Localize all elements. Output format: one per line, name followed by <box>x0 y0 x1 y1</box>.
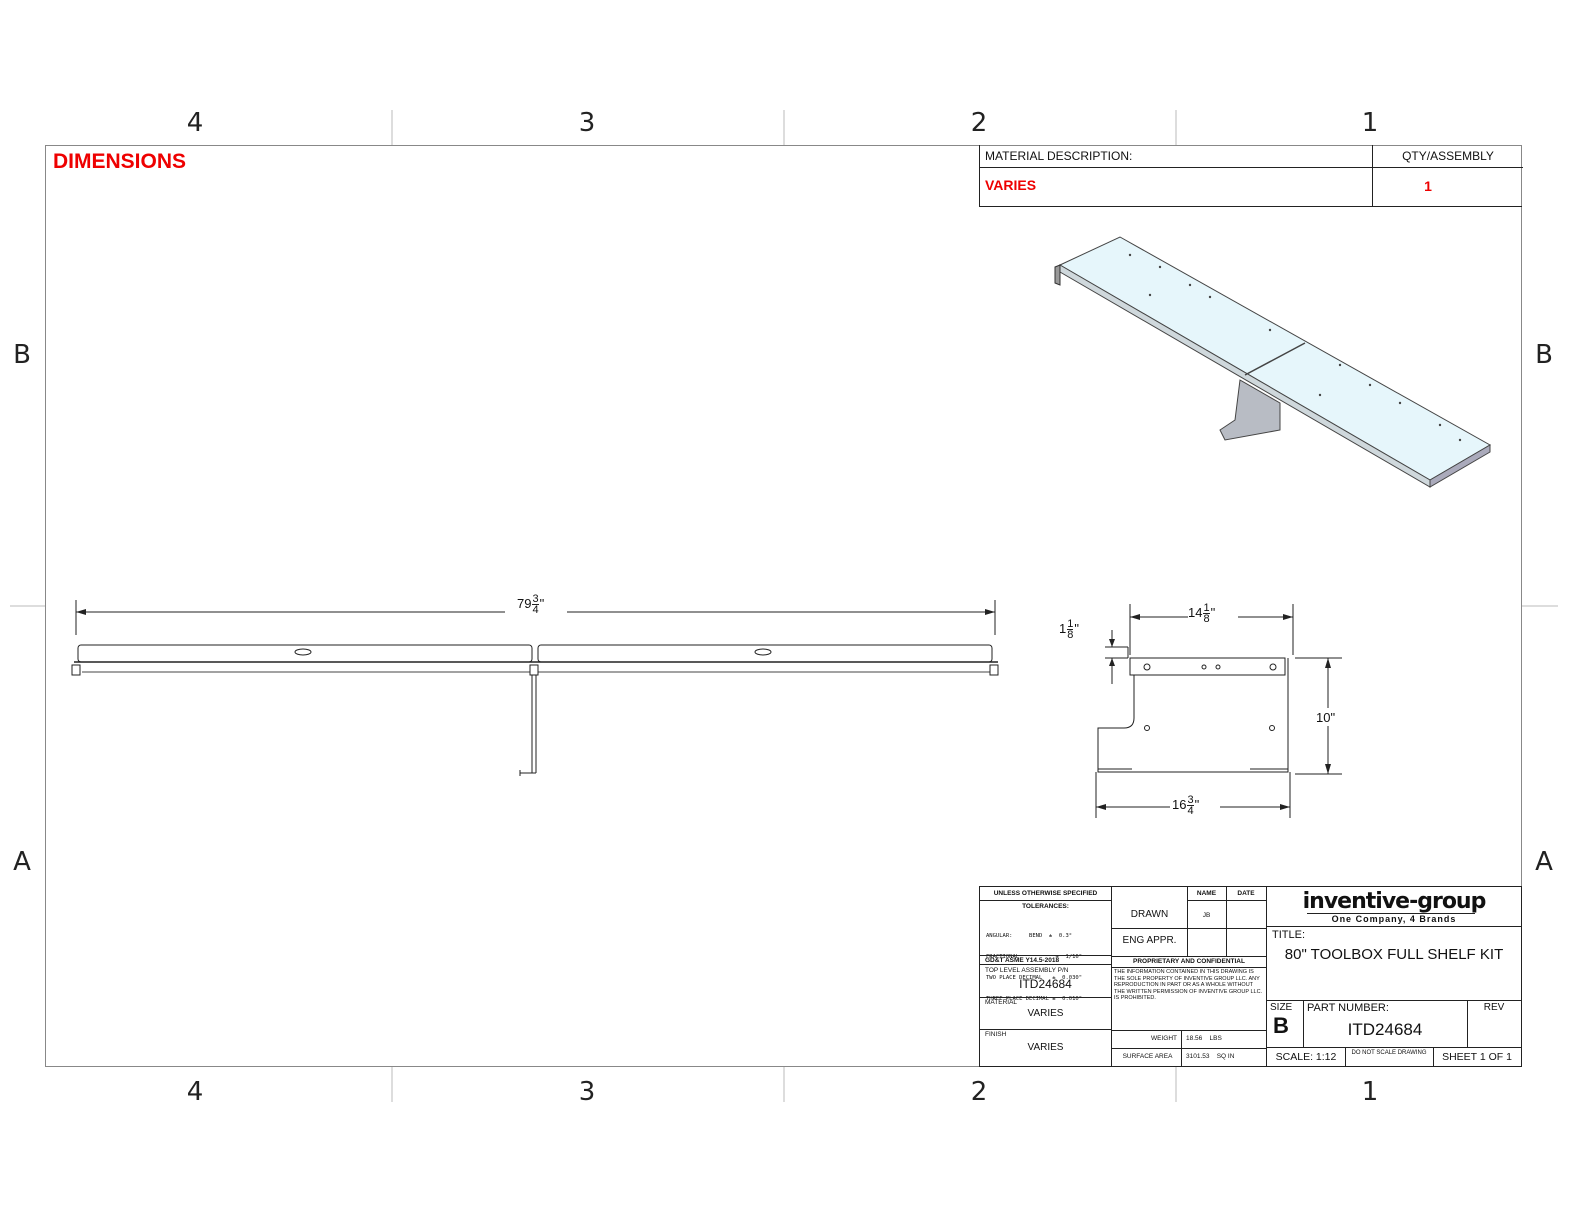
front-length-denominator: 4 <box>532 604 539 616</box>
title-label: TITLE: <box>1272 929 1306 941</box>
revision-label: REV <box>1483 1002 1505 1013</box>
finish-value: VARIES <box>1027 1042 1064 1053</box>
lip-height-numerator: 1 <box>1067 618 1074 630</box>
bottom-width-numerator: 3 <box>1187 794 1194 806</box>
gdt-standard: GD&T ASME Y14.5-2018 <box>980 955 1111 965</box>
drawing-title: 80" TOOLBOX FULL SHELF KIT <box>1284 946 1504 963</box>
top-level-assembly-value: ITD24684 <box>1019 977 1072 991</box>
top-width-whole: 14 <box>1188 604 1203 620</box>
surface-area-value: 3101.53 SQ IN <box>1186 1053 1235 1060</box>
lip-height-inch-mark: " <box>1074 620 1079 636</box>
finish-label: FINISH <box>985 1031 1007 1038</box>
scale-label: SCALE: 1:12 <box>1275 1051 1337 1063</box>
zone-column-1-top: 1 <box>1361 108 1379 138</box>
company-tagline: One Company, 4 Brands <box>1331 914 1457 924</box>
proprietary-title: PROPRIETARY AND CONFIDENTIAL <box>1112 957 1266 968</box>
zone-column-3-top: 3 <box>578 108 596 138</box>
material-description-value: VARIES <box>985 177 1037 193</box>
front-view <box>71 600 999 776</box>
tolerance-lines: ANGULAR: BEND ± 0.3° FRACTIONAL: ± 1/16"… <box>986 919 1082 1017</box>
material-value: VARIES <box>1027 1008 1064 1019</box>
isometric-view <box>1054 236 1492 488</box>
sheet-number: SHEET 1 OF 1 <box>1442 1051 1512 1063</box>
qty-assembly-label: QTY/ASSEMBLY <box>1402 149 1494 163</box>
date-column-header: DATE <box>1237 890 1255 897</box>
height-dimension: 10" <box>1316 710 1336 725</box>
bottom-width-whole: 16 <box>1172 796 1187 812</box>
engineering-approval-label: ENG APPR. <box>1122 935 1177 946</box>
tolerance-three-place: THREE PLACE DECIMAL ± 0.010" <box>986 996 1083 1002</box>
material-description-block: MATERIAL DESCRIPTION: QTY/ASSEMBLY VARIE… <box>979 145 1523 207</box>
size-label: SIZE <box>1270 1002 1293 1013</box>
top-width-numerator: 1 <box>1203 602 1210 614</box>
front-length-inch-mark: " <box>539 595 545 611</box>
part-number-value: ITD24684 <box>1347 1020 1423 1039</box>
part-number-label: PART NUMBER: <box>1307 1002 1389 1014</box>
do-not-scale-note: DO NOT SCALE DRAWING <box>1351 1050 1427 1056</box>
dimensions-heading: DIMENSIONS <box>53 150 187 173</box>
weight-label: WEIGHT <box>1151 1035 1177 1042</box>
tolerance-fractional: FRACTIONAL: ± 1/16" <box>986 954 1083 960</box>
zone-column-1-bottom: 1 <box>1361 1077 1379 1107</box>
front-length-numerator: 3 <box>532 593 539 605</box>
size-value: B <box>1273 1013 1289 1038</box>
side-view <box>1095 604 1343 818</box>
tolerance-angular: ANGULAR: BEND ± 0.3° <box>986 933 1073 939</box>
surface-area-label: SURFACE AREA <box>1122 1053 1173 1060</box>
bottom-width-denominator: 4 <box>1187 805 1194 817</box>
qty-assembly-value: 1 <box>1424 178 1432 194</box>
unless-specified-label: UNLESS OTHERWISE SPECIFIED <box>980 887 1111 901</box>
name-column-header: NAME <box>1196 890 1217 897</box>
bottom-width-inch-mark: " <box>1194 796 1200 812</box>
zone-column-2-top: 2 <box>970 108 988 138</box>
top-width-denominator: 8 <box>1203 613 1210 625</box>
company-logo: inventive-group One Company, 4 Brands <box>1267 887 1521 927</box>
top-level-assembly-label: TOP LEVEL ASSEMBLY P/N <box>985 967 1069 974</box>
material-description-label: MATERIAL DESCRIPTION: <box>985 149 1133 163</box>
zone-row-b-right: B <box>1535 340 1553 370</box>
zone-row-a-left: A <box>13 847 31 877</box>
drawing-border <box>45 145 1522 1067</box>
drawn-by-name: JB <box>1202 912 1211 919</box>
weight-value: 18.56 LBS <box>1186 1035 1222 1042</box>
company-logo-text: inventive-group <box>1302 889 1487 914</box>
proprietary-statement: THE INFORMATION CONTAINED IN THIS DRAWIN… <box>1114 969 1263 1001</box>
title-block: UNLESS OTHERWISE SPECIFIED TOLERANCES: A… <box>979 886 1522 1067</box>
zone-column-4-bottom: 4 <box>186 1077 204 1107</box>
zone-row-a-right: A <box>1535 847 1553 877</box>
tolerances-label: TOLERANCES: <box>1022 903 1069 910</box>
drawn-label: DRAWN <box>1130 909 1169 920</box>
front-length-whole: 79 <box>517 595 532 611</box>
lip-height-whole: 1 <box>1059 620 1067 636</box>
top-width-inch-mark: " <box>1210 604 1216 620</box>
zone-row-b-left: B <box>13 340 31 370</box>
material-label: MATERIAL <box>985 999 1018 1006</box>
lip-height-denominator: 8 <box>1067 629 1074 641</box>
tolerance-two-place: TWO PLACE DECIMAL ± 0.030" <box>986 975 1083 981</box>
zone-column-3-bottom: 3 <box>578 1077 596 1107</box>
zone-column-4-top: 4 <box>186 108 204 138</box>
zone-column-2-bottom: 2 <box>970 1077 988 1107</box>
